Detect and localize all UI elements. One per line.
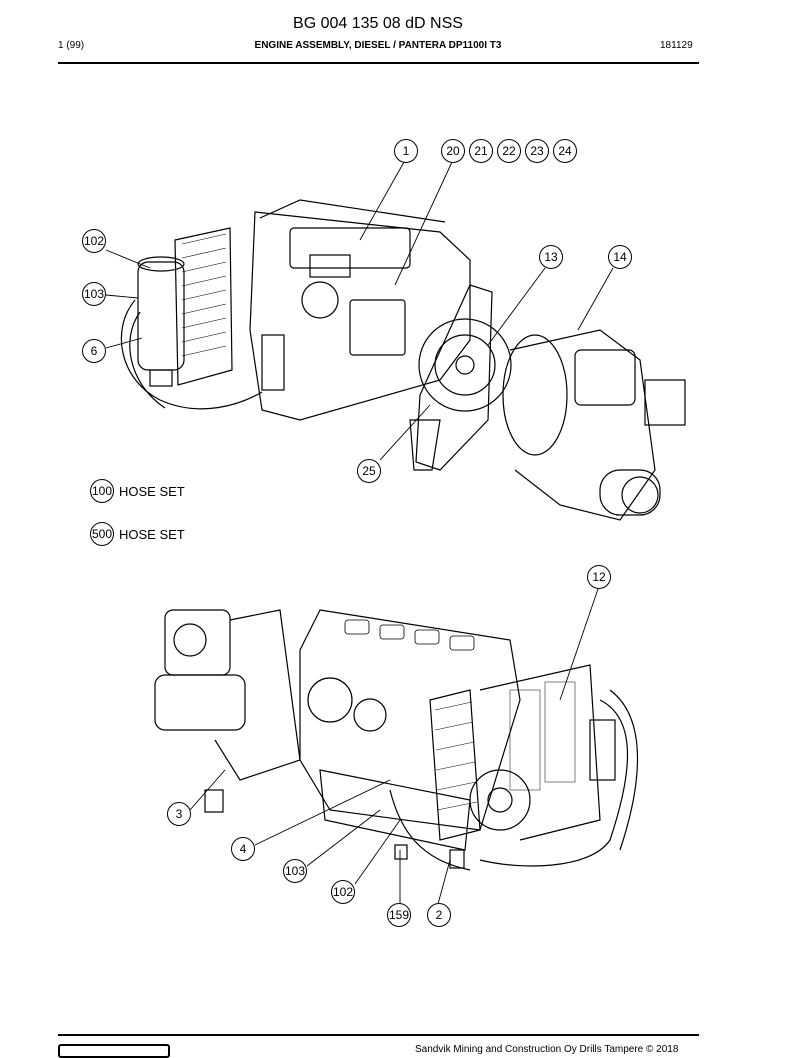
kit-label-100: HOSE SET xyxy=(119,483,185,499)
callout-103-top[interactable]: 103 xyxy=(82,282,106,306)
footer-copyright: Sandvik Mining and Construction Oy Drill… xyxy=(415,1044,679,1055)
leader-lines xyxy=(105,161,614,905)
footer-rule xyxy=(58,1034,699,1036)
callout-4[interactable]: 4 xyxy=(231,837,255,861)
kit-row-500: 500 HOSE SET xyxy=(90,522,185,546)
header-rule xyxy=(58,62,699,64)
engine-top-view xyxy=(120,199,686,521)
document-title: BG 004 135 08 dD NSS xyxy=(293,15,463,32)
callout-1[interactable]: 1 xyxy=(394,139,418,163)
callout-21[interactable]: 21 xyxy=(469,139,493,163)
callout-24[interactable]: 24 xyxy=(553,139,577,163)
callout-2[interactable]: 2 xyxy=(427,903,451,927)
kit-number-500[interactable]: 500 xyxy=(90,522,114,546)
kit-label-500: HOSE SET xyxy=(119,526,185,542)
callout-3[interactable]: 3 xyxy=(167,802,191,826)
sandvik-logo xyxy=(58,1044,170,1058)
kit-number-100[interactable]: 100 xyxy=(90,479,114,503)
engine-bottom-view xyxy=(154,609,639,871)
callout-12[interactable]: 12 xyxy=(587,565,611,589)
document-date: 181129 xyxy=(660,40,693,51)
callout-102-top[interactable]: 102 xyxy=(82,229,106,253)
callout-14[interactable]: 14 xyxy=(608,245,632,269)
callout-103-bottom[interactable]: 103 xyxy=(283,859,307,883)
callout-22[interactable]: 22 xyxy=(497,139,521,163)
callout-102-bottom[interactable]: 102 xyxy=(331,880,355,904)
callout-13[interactable]: 13 xyxy=(539,245,563,269)
document-subtitle: ENGINE ASSEMBLY, DIESEL / PANTERA DP1100… xyxy=(254,40,502,51)
callout-25[interactable]: 25 xyxy=(357,459,381,483)
callout-159[interactable]: 159 xyxy=(387,903,411,927)
page-number: 1 (99) xyxy=(58,40,85,51)
callout-23[interactable]: 23 xyxy=(525,139,549,163)
kit-row-100: 100 HOSE SET xyxy=(90,479,185,503)
callout-6[interactable]: 6 xyxy=(82,339,106,363)
callout-20[interactable]: 20 xyxy=(441,139,465,163)
